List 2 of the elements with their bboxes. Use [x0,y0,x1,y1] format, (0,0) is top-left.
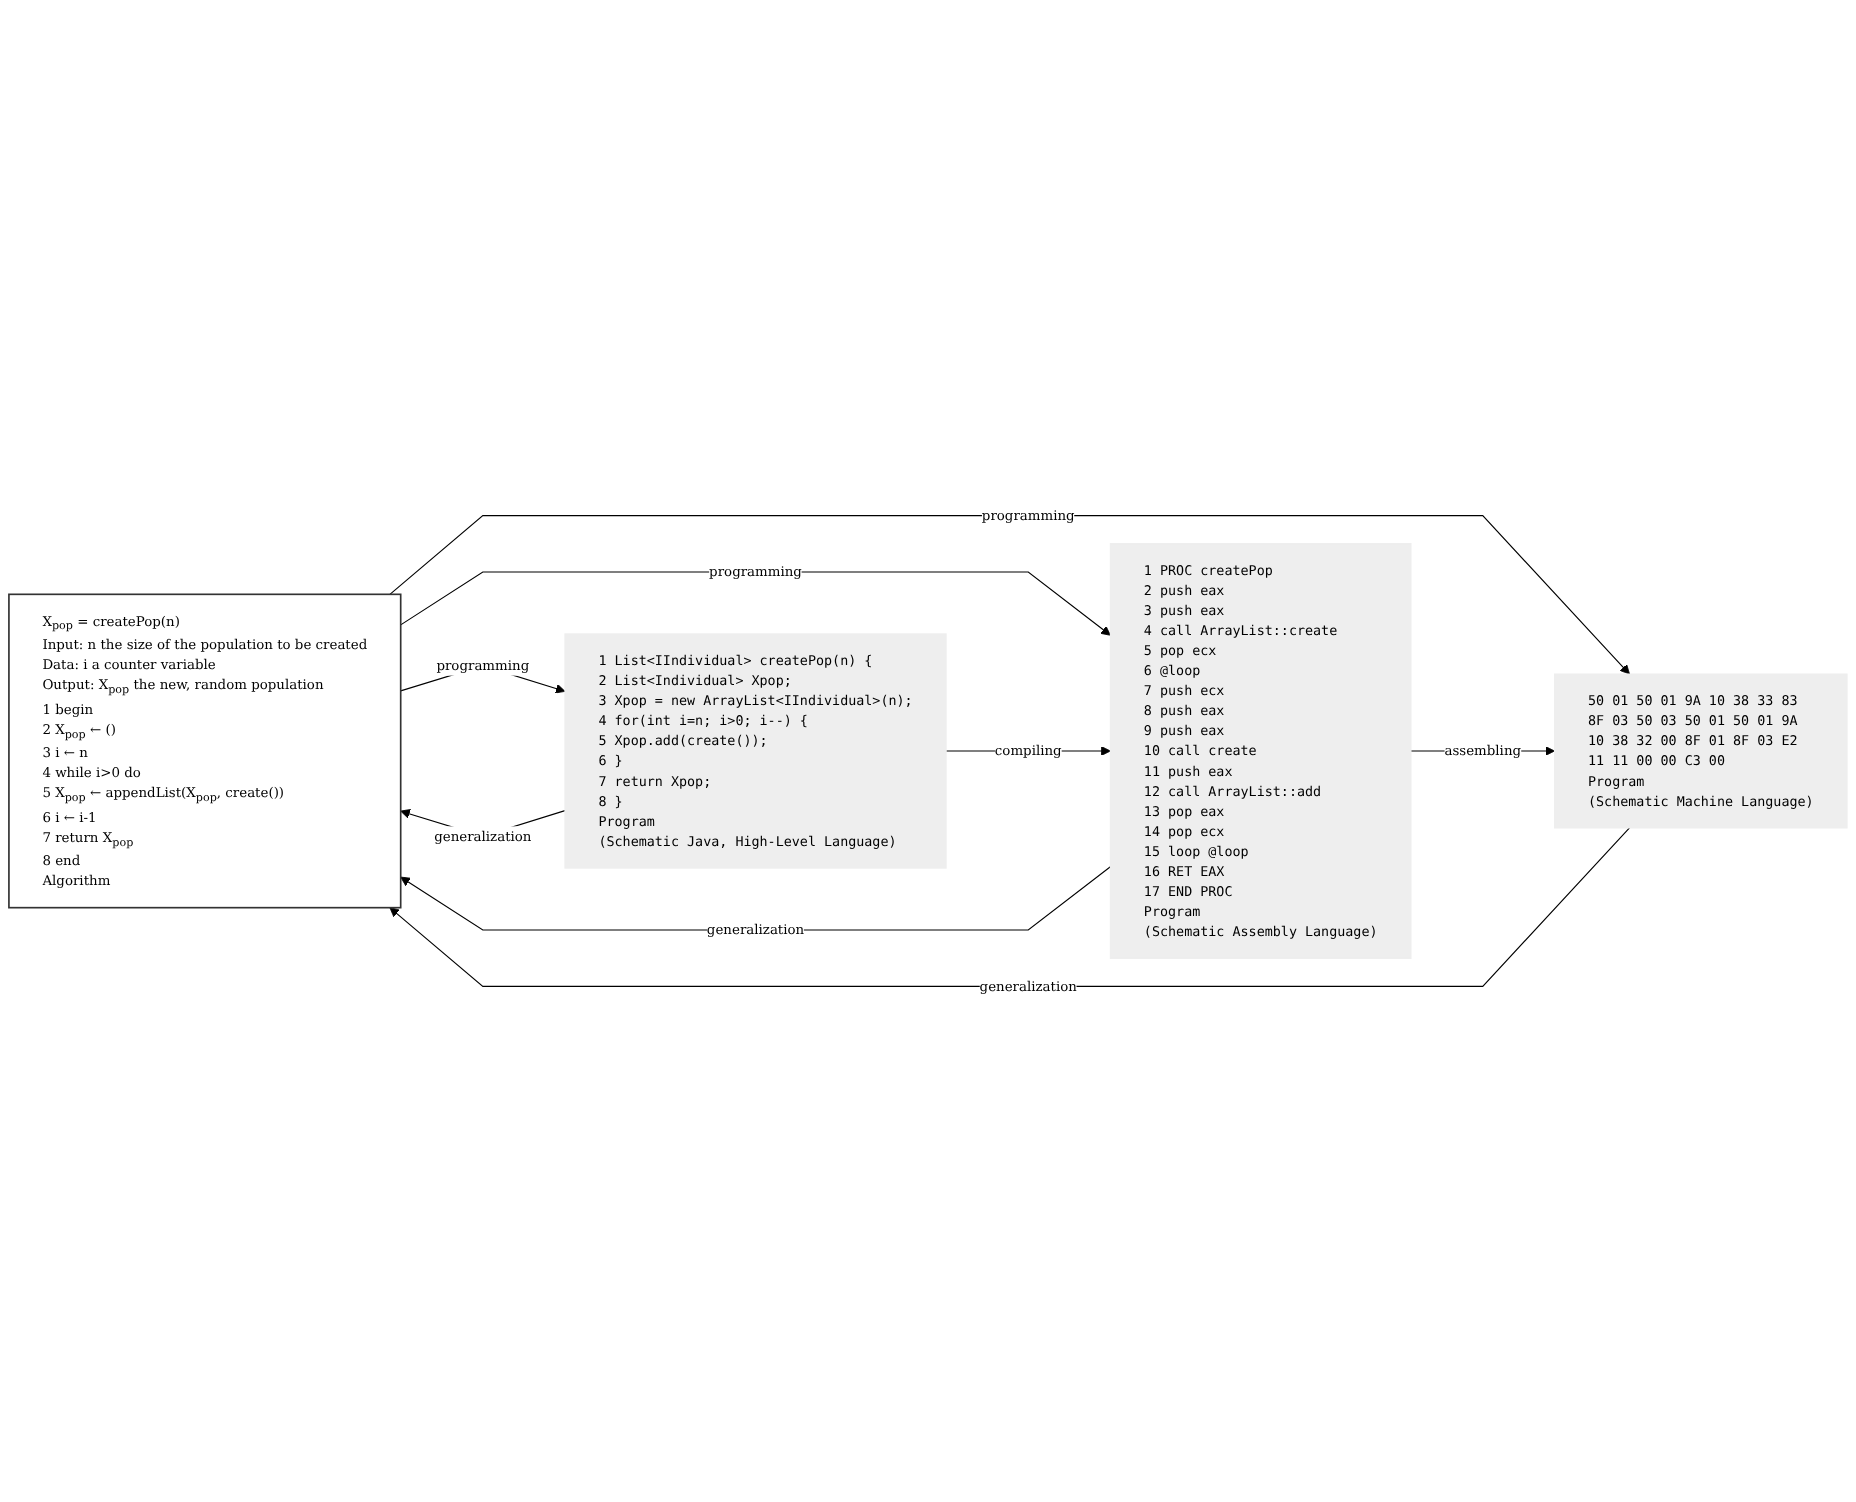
arrow [389,827,1631,987]
arrow [389,515,1630,675]
